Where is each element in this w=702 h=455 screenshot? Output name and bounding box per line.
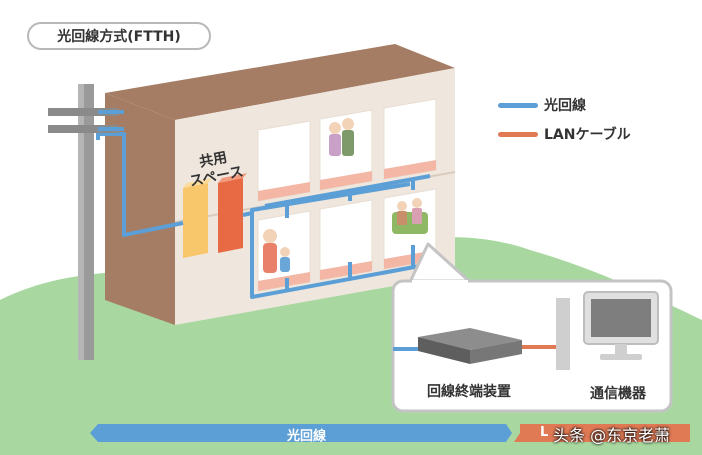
- legend-fiber: 光回線: [498, 95, 586, 115]
- elderly-couple: [329, 118, 354, 156]
- legend-fiber-swatch: [498, 102, 538, 108]
- legend-fiber-label: 光回線: [544, 98, 586, 114]
- building-roof: [105, 44, 455, 120]
- lan-span-bar: [514, 424, 690, 442]
- pc-label: 通信機器: [590, 386, 646, 402]
- pc-device: [556, 291, 659, 370]
- legend-lan-swatch: [498, 131, 538, 137]
- legend-lan: LANケーブル: [498, 124, 631, 144]
- fiber-span-bar: [90, 424, 512, 442]
- fiber-bar-label: 光回線: [287, 429, 327, 444]
- mother-and-child: [263, 229, 290, 273]
- onu-label: 回線終端装置: [427, 384, 511, 400]
- watermark: 头条 @东京老萧: [553, 426, 671, 445]
- legend-lan-label: LANケーブル: [544, 127, 631, 143]
- family-on-sofa: [392, 198, 428, 234]
- zoom-callout: [391, 242, 673, 413]
- diagram-title: 光回線方式(FTTH): [27, 22, 211, 50]
- shared-space-box-yellow: [183, 183, 208, 258]
- utility-pole: [48, 84, 124, 360]
- onu-device: [418, 328, 522, 364]
- shared-space-box-red: [218, 178, 243, 253]
- lan-bar-label: L: [540, 425, 549, 440]
- apartment-building: [96, 44, 456, 325]
